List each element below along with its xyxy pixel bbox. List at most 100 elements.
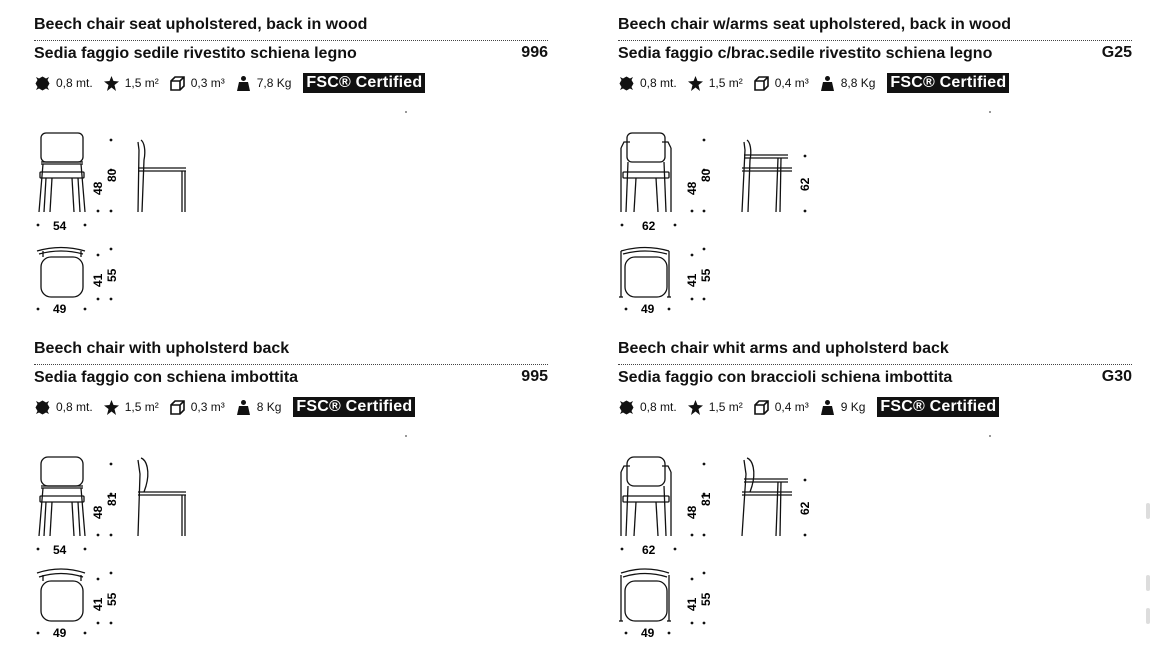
chair-side-view [137, 139, 186, 213]
dim-total-height: 81 [105, 492, 119, 506]
product-title-it: Sedia faggio con schiena imbottita [34, 369, 299, 386]
weight-value: 9 Kg [840, 400, 866, 414]
weight-value: 8 Kg [256, 400, 282, 414]
fabric-icon [34, 75, 51, 92]
dim-total-height: 81 [699, 492, 713, 506]
spec-row: 0,8 mt. 1,5 m² 0,3 m³ 7,8 Kg FSC® Certif… [34, 72, 426, 94]
mark [405, 111, 407, 113]
dim-seat-height: 48 [91, 181, 105, 195]
fabric-value: 0,8 mt. [640, 400, 677, 414]
product-code: G25 [1101, 44, 1132, 61]
spec-row: 0,8 mt. 1,5 m² 0,4 m³ 8,8 Kg FSC® Certif… [618, 72, 1010, 94]
weight-icon [235, 399, 252, 416]
fabric-icon [34, 399, 51, 416]
dim-seat-height: 48 [91, 505, 105, 519]
product-995: Beech chair with upholsterd back Sedia f… [34, 332, 549, 652]
dim-seat-depth: 41 [685, 273, 699, 287]
product-title-it: Sedia faggio sedile rivestito schiena le… [34, 45, 357, 62]
chair-top-view [619, 246, 671, 298]
leather-value: 1,5 m² [708, 76, 743, 90]
volume-value: 0,4 m³ [774, 76, 809, 90]
chair-top-view [36, 246, 86, 298]
chair-side-view [741, 139, 792, 213]
dim-total-depth: 55 [699, 592, 713, 606]
chair-side-view [137, 457, 186, 537]
weight-icon [819, 75, 836, 92]
fsc-certified-badge: FSC® Certified [887, 73, 1010, 93]
mark [989, 435, 991, 437]
dim-front-width: 54 [53, 219, 67, 233]
dim-total-depth: 55 [105, 592, 119, 606]
fabric-value: 0,8 mt. [56, 76, 93, 90]
volume-value: 0,3 m³ [190, 76, 225, 90]
volume-box-icon [169, 399, 186, 416]
leather-icon [687, 75, 704, 92]
dotted-divider [618, 40, 1132, 41]
weight-icon [235, 75, 252, 92]
chair-front-view [620, 132, 672, 213]
volume-value: 0,4 m³ [774, 400, 809, 414]
chair-technical-drawing: 48 81 62 62 41 55 49 [619, 456, 812, 640]
product-996: Beech chair seat upholstered, back in wo… [34, 8, 549, 328]
dim-total-depth: 55 [105, 268, 119, 282]
product-title-it: Sedia faggio con braccioli schiena imbot… [618, 369, 953, 386]
chair-top-view [36, 568, 86, 622]
volume-box-icon [753, 75, 770, 92]
page-edge-mark [1146, 575, 1150, 591]
weight-value: 7,8 Kg [256, 76, 292, 90]
chair-front-view [38, 456, 86, 537]
fabric-icon [618, 75, 635, 92]
spec-row: 0,8 mt. 1,5 m² 0,3 m³ 8 Kg FSC® Certifie… [34, 396, 416, 418]
chair-technical-drawing: 48 80 62 62 41 55 49 [619, 132, 812, 316]
leather-value: 1,5 m² [124, 76, 159, 90]
volume-box-icon [169, 75, 186, 92]
dim-seat-height: 48 [685, 181, 699, 195]
page-edge-mark [1146, 608, 1150, 624]
fabric-value: 0,8 mt. [56, 400, 93, 414]
product-title-it: Sedia faggio c/brac.sedile rivestito sch… [618, 45, 993, 62]
product-g25: Beech chair w/arms seat upholstered, bac… [618, 8, 1133, 328]
dim-top-width: 49 [641, 302, 655, 316]
dim-total-height: 80 [105, 168, 119, 182]
fsc-certified-badge: FSC® Certified [877, 397, 1000, 417]
spec-row: 0,8 mt. 1,5 m² 0,4 m³ 9 Kg FSC® Certifie… [618, 396, 1000, 418]
dotted-divider [34, 364, 548, 365]
dim-front-width: 62 [642, 219, 656, 233]
product-title-en: Beech chair w/arms seat upholstered, bac… [618, 16, 1012, 33]
product-title-en: Beech chair with upholsterd back [34, 340, 290, 357]
leather-icon [103, 75, 120, 92]
dim-seat-depth: 41 [91, 597, 105, 611]
dim-seat-depth: 41 [685, 597, 699, 611]
dotted-divider [618, 364, 1132, 365]
dimension-dots [36, 138, 113, 227]
dim-seat-height: 48 [685, 505, 699, 519]
dim-arm-height: 62 [798, 501, 812, 515]
weight-value: 8,8 Kg [840, 76, 876, 90]
leather-icon [687, 399, 704, 416]
dim-total-depth: 55 [699, 268, 713, 282]
chair-top-view [619, 568, 671, 622]
leather-value: 1,5 m² [124, 400, 159, 414]
product-title-en: Beech chair seat upholstered, back in wo… [34, 16, 368, 33]
dim-seat-depth: 41 [91, 273, 105, 287]
dim-front-width: 62 [642, 543, 656, 557]
chair-technical-drawing: 48 81 54 41 55 49 [36, 456, 186, 640]
mark [405, 435, 407, 437]
mark [989, 111, 991, 113]
product-title-en: Beech chair whit arms and upholsterd bac… [618, 340, 949, 357]
dim-arm-height: 62 [798, 177, 812, 191]
dim-front-width: 54 [53, 543, 67, 557]
chair-front-view [38, 132, 86, 213]
fabric-value: 0,8 mt. [640, 76, 677, 90]
page-edge-mark [1146, 503, 1150, 519]
chair-technical-drawing: 48 80 54 41 55 49 [36, 132, 186, 316]
dim-top-width: 49 [53, 302, 67, 316]
fsc-certified-badge: FSC® Certified [303, 73, 426, 93]
volume-box-icon [753, 399, 770, 416]
chair-front-view [620, 456, 672, 537]
product-code: 995 [521, 368, 548, 385]
fabric-icon [618, 399, 635, 416]
dim-top-width: 49 [641, 626, 655, 640]
chair-side-view [741, 457, 792, 537]
volume-value: 0,3 m³ [190, 400, 225, 414]
